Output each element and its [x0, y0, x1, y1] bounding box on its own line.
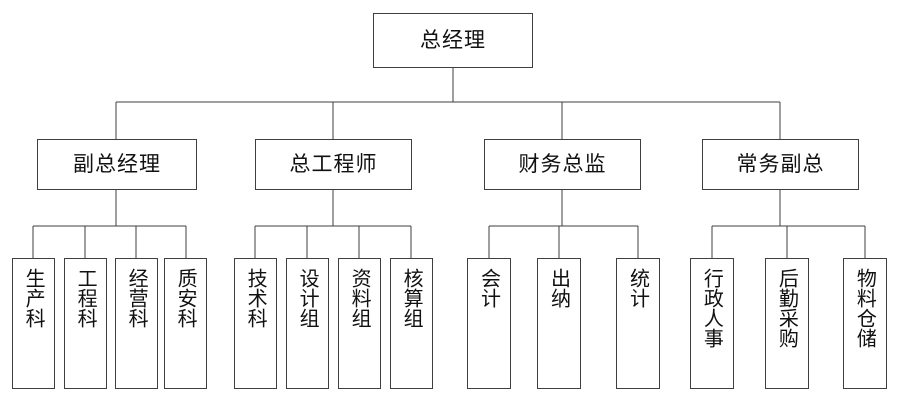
node-technology-department[interactable]: 技术科 — [234, 258, 277, 389]
node-label: 行政人事 — [700, 268, 725, 348]
node-label: 常务副总 — [736, 152, 825, 176]
node-administration-hr[interactable]: 行政人事 — [690, 258, 734, 389]
node-production-department[interactable]: 生产科 — [12, 258, 55, 389]
node-label: 会计 — [477, 268, 502, 308]
node-label: 工程科 — [74, 268, 99, 328]
node-label: 总经理 — [420, 28, 486, 52]
node-label: 副总经理 — [73, 152, 161, 176]
node-materials-warehouse[interactable]: 物料仓储 — [843, 258, 887, 389]
node-label: 财务总监 — [518, 152, 607, 176]
node-documentation-group[interactable]: 资料组 — [338, 258, 381, 389]
node-operations-department[interactable]: 经营科 — [115, 258, 158, 389]
node-logistics-procurement[interactable]: 后勤采购 — [765, 258, 809, 389]
node-accounting-group[interactable]: 核算组 — [390, 258, 433, 389]
node-cashier[interactable]: 出纳 — [537, 258, 581, 389]
node-accountant[interactable]: 会计 — [467, 258, 511, 389]
node-design-group[interactable]: 设计组 — [286, 258, 329, 389]
node-label: 后勤采购 — [775, 268, 800, 348]
node-chief-engineer[interactable]: 总工程师 — [255, 139, 412, 190]
node-label: 物料仓储 — [853, 268, 878, 348]
node-label: 总工程师 — [289, 152, 378, 176]
node-quality-safety-department[interactable]: 质安科 — [164, 258, 207, 389]
node-label: 统计 — [626, 268, 651, 308]
node-label: 出纳 — [547, 268, 572, 308]
node-label: 技术科 — [244, 268, 269, 328]
node-label: 经营科 — [125, 268, 150, 328]
node-label: 资料组 — [348, 268, 373, 328]
node-label: 设计组 — [296, 268, 321, 328]
node-deputy-general-manager[interactable]: 副总经理 — [37, 139, 197, 190]
node-engineering-department[interactable]: 工程科 — [64, 258, 107, 389]
node-executive-vice-president[interactable]: 常务副总 — [702, 139, 859, 190]
node-label: 核算组 — [400, 268, 425, 328]
node-finance-director[interactable]: 财务总监 — [484, 139, 641, 190]
node-label: 生产科 — [22, 268, 47, 328]
node-statistician[interactable]: 统计 — [616, 258, 660, 389]
node-general-manager[interactable]: 总经理 — [373, 13, 533, 68]
node-label: 质安科 — [174, 268, 199, 328]
